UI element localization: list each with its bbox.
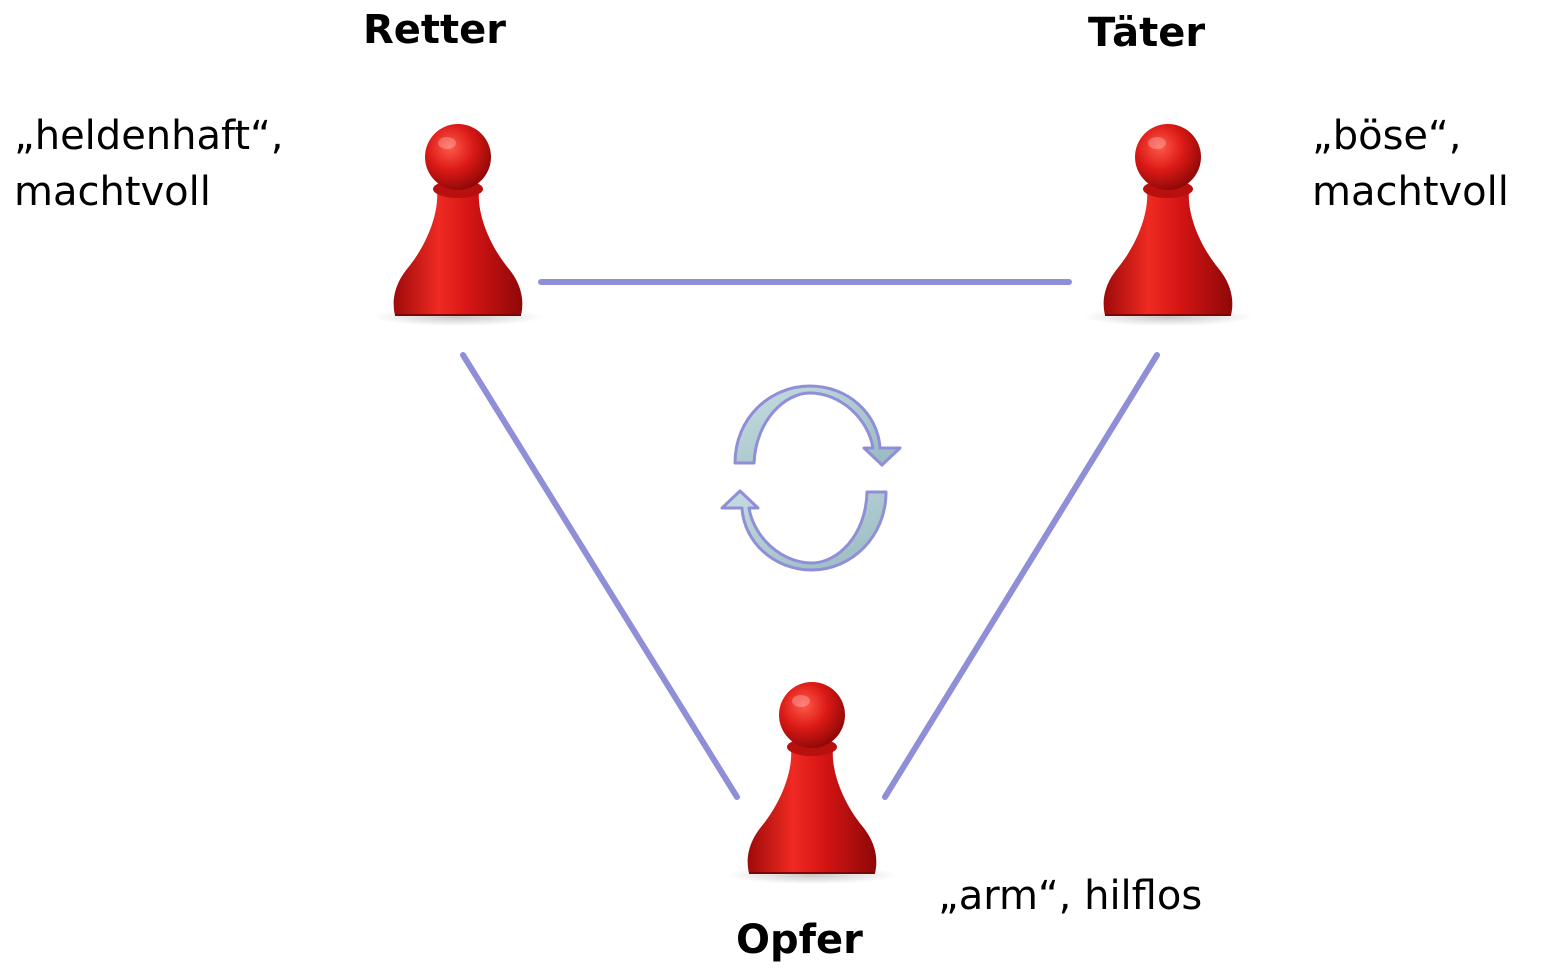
cycle-arrows-icon (720, 384, 902, 572)
rescuer-description-line1: „heldenhaft“, (14, 113, 284, 159)
cycle-arrow-top (733, 384, 902, 467)
rescuer-pawn-icon (373, 123, 543, 327)
connector-rescuer-victim (460, 352, 740, 800)
rescuer-description: „heldenhaft“, machtvoll (14, 108, 284, 220)
perpetrator-description: „böse“, machtvoll (1312, 108, 1509, 220)
cycle-arrow-bottom (720, 489, 888, 572)
connector-perpetrator-victim (882, 352, 1160, 800)
rescuer-description-line2: machtvoll (14, 169, 211, 215)
victim-description-line1: „arm“, hilflos (938, 873, 1203, 919)
perpetrator-title: Täter (1088, 10, 1206, 56)
victim-description: „arm“, hilflos (938, 868, 1202, 924)
perpetrator-pawn-icon (1083, 123, 1253, 327)
rescuer-title: Retter (363, 7, 507, 53)
perpetrator-description-line1: „böse“, (1312, 113, 1462, 159)
victim-title: Opfer (736, 917, 863, 963)
victim-pawn-icon (727, 681, 897, 885)
perpetrator-description-line2: machtvoll (1312, 169, 1509, 215)
